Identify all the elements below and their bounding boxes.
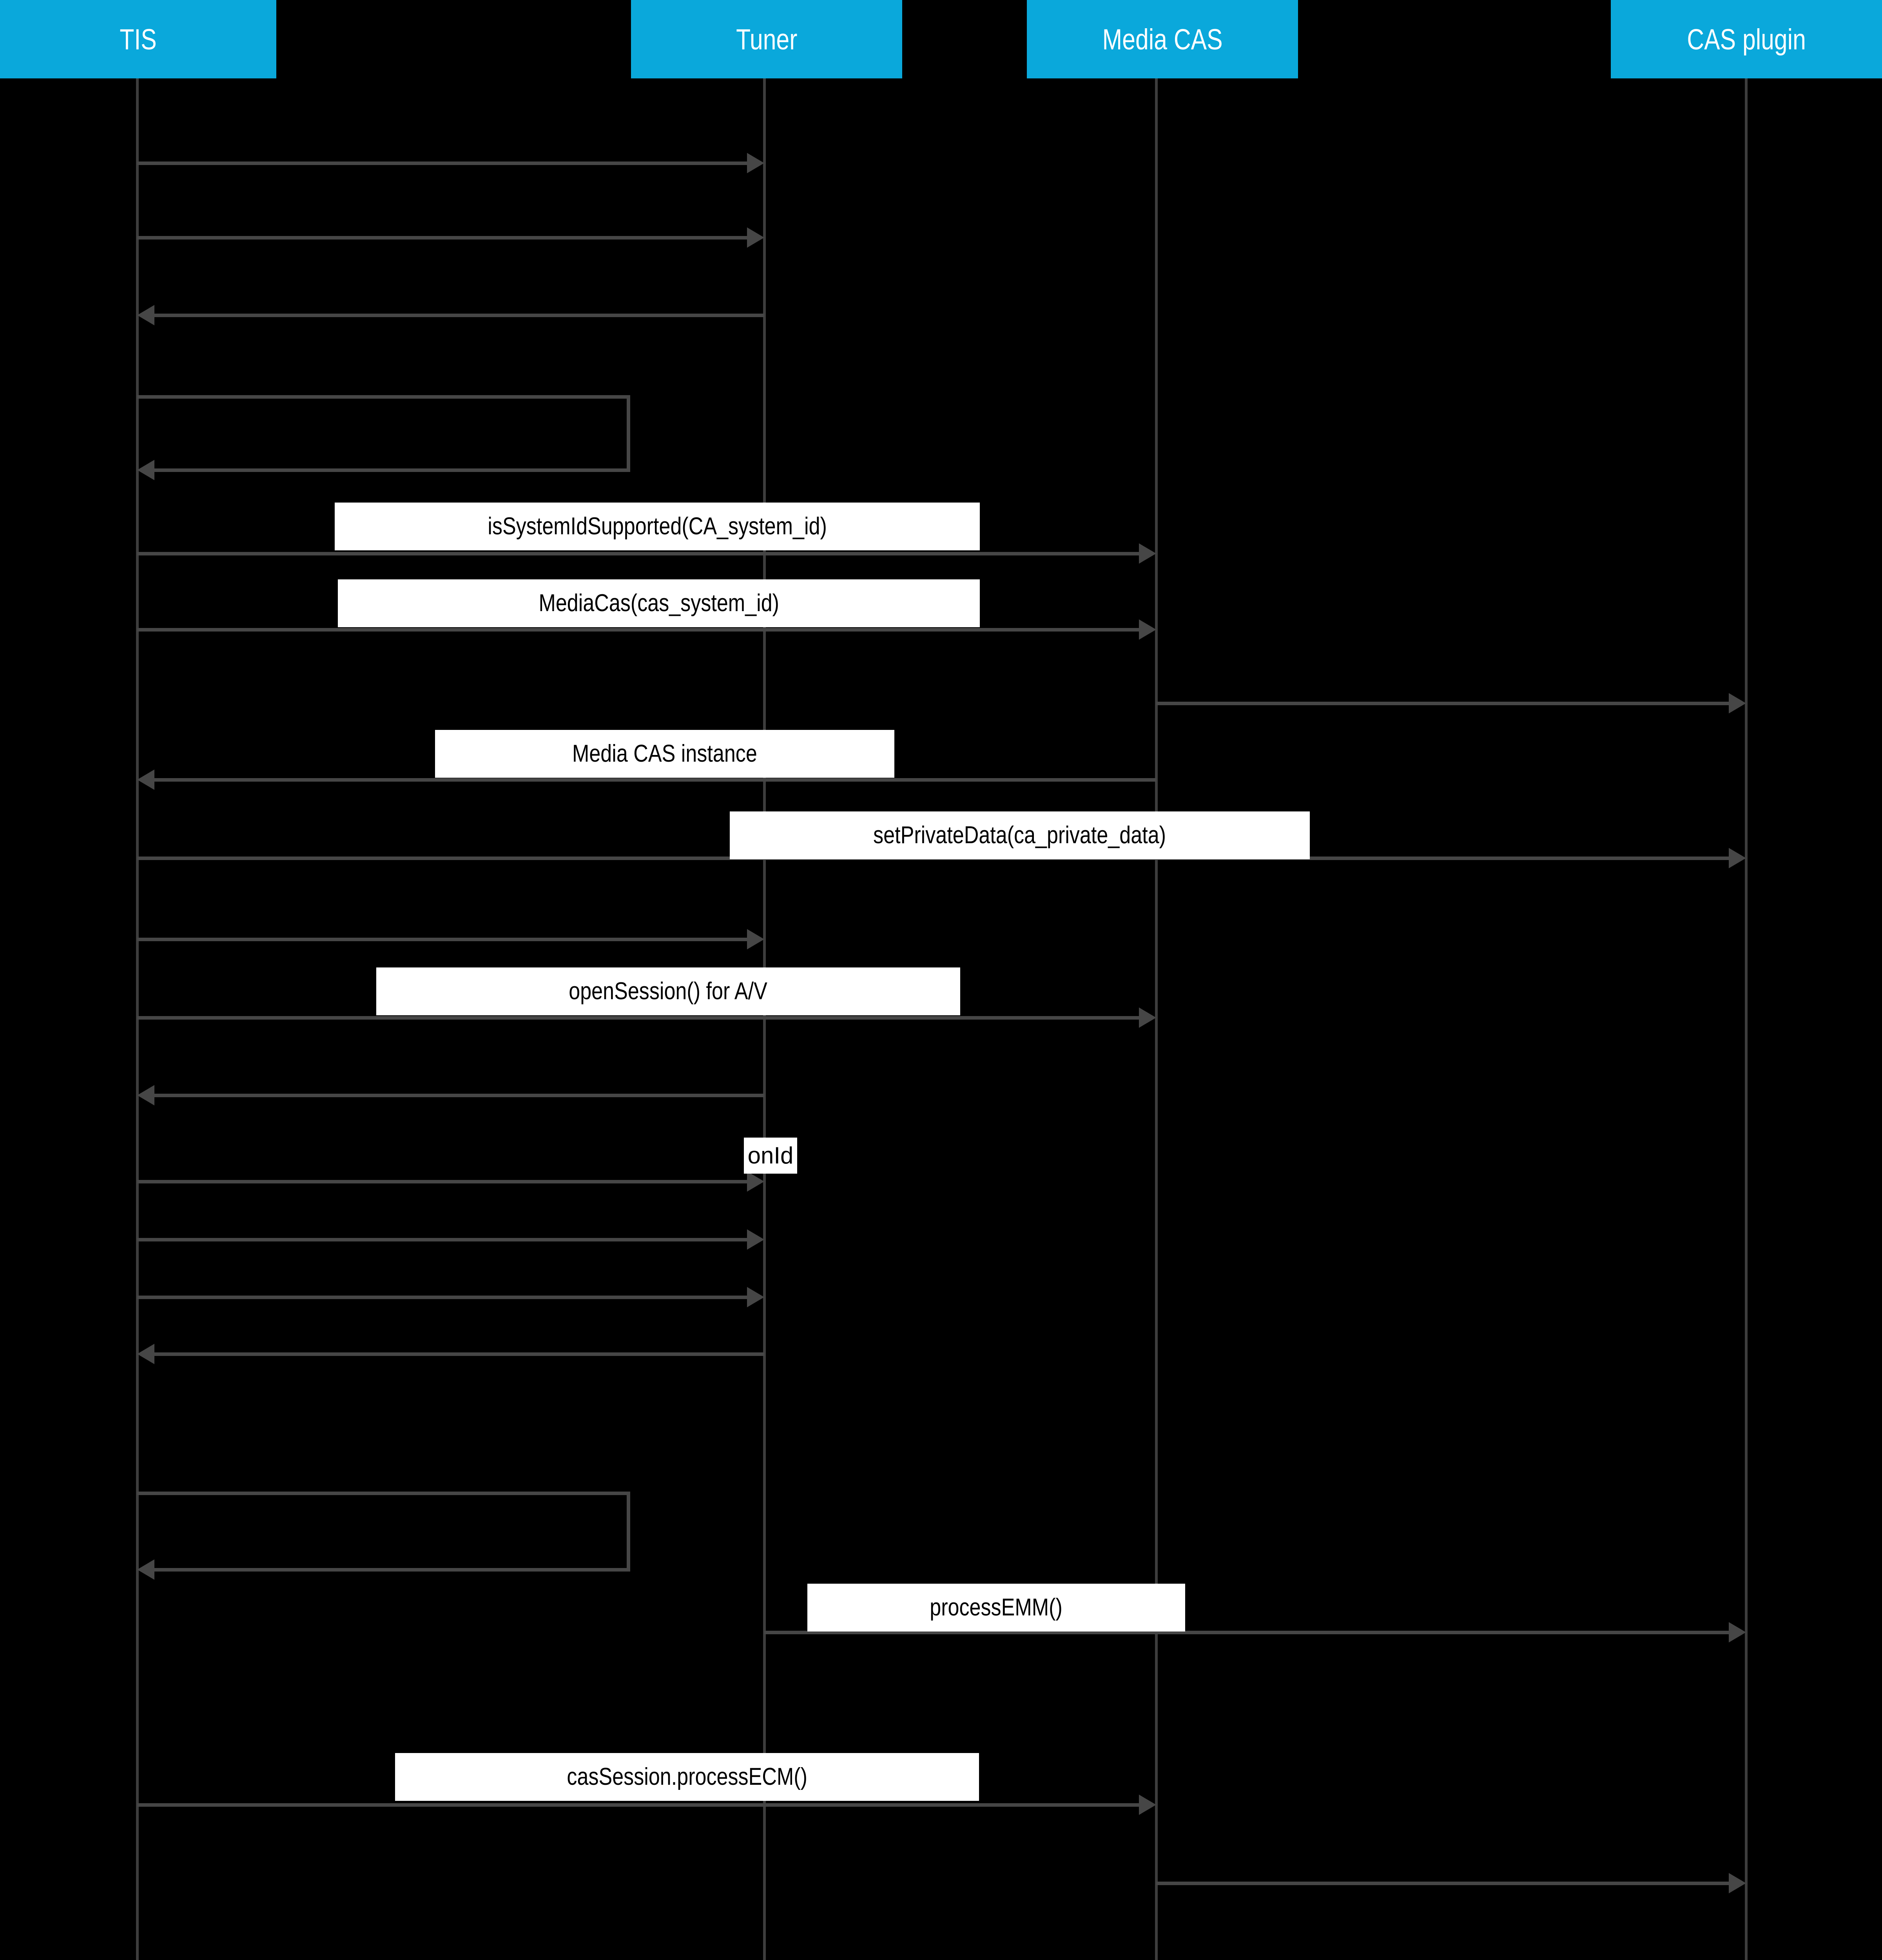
message-m8-line <box>152 778 1156 782</box>
message-m4-self-top <box>137 395 630 399</box>
message-m8-arrowhead <box>137 769 154 790</box>
message-m3-line <box>152 314 764 317</box>
actor-header-label-tuner: Tuner <box>736 23 798 56</box>
message-label-text-l13: onId <box>747 1142 794 1169</box>
message-label-l5: isSystemIdSupported(CA_system_id) <box>335 503 980 550</box>
message-m20-line <box>1156 1882 1731 1885</box>
message-m12-line <box>152 1094 764 1097</box>
message-m7-line <box>1156 702 1731 705</box>
message-m4-self-side <box>627 395 630 468</box>
message-m19-line <box>137 1803 1141 1807</box>
message-m19-arrowhead <box>1139 1795 1156 1815</box>
message-m14-arrowhead <box>747 1229 764 1250</box>
message-m14-line <box>137 1238 749 1241</box>
message-label-text-l9: setPrivateData(ca_private_data) <box>873 822 1166 849</box>
message-m1-arrowhead <box>747 153 764 173</box>
message-label-l6: MediaCas(cas_system_id) <box>338 579 980 627</box>
actor-header-cas_plugin: CAS plugin <box>1611 0 1882 78</box>
message-label-l9: setPrivateData(ca_private_data) <box>730 811 1310 859</box>
lifeline-media_cas <box>1155 78 1158 1960</box>
message-m10-arrowhead <box>747 929 764 949</box>
message-m17-arrowhead <box>137 1559 154 1580</box>
message-m9-arrowhead <box>1729 848 1746 868</box>
message-label-text-l6: MediaCas(cas_system_id) <box>538 590 779 617</box>
message-m11-line <box>137 1016 1141 1020</box>
message-label-l13: onId <box>744 1138 797 1174</box>
message-m18-line <box>764 1631 1731 1634</box>
message-m6-line <box>137 628 1141 632</box>
message-label-l18: processEMM() <box>807 1584 1185 1632</box>
message-m15-line <box>137 1296 749 1299</box>
message-m15-arrowhead <box>747 1287 764 1307</box>
message-m10-line <box>137 938 749 941</box>
message-label-l8: Media CAS instance <box>435 730 894 778</box>
message-m4-self-bottom <box>154 468 630 472</box>
actor-header-media_cas: Media CAS <box>1027 0 1298 78</box>
message-m16-line <box>152 1352 764 1356</box>
message-m7-arrowhead <box>1729 693 1746 713</box>
message-m4-arrowhead <box>137 460 154 480</box>
actor-header-label-tis: TIS <box>120 23 157 56</box>
message-m12-arrowhead <box>137 1085 154 1105</box>
actor-header-label-media_cas: Media CAS <box>1102 23 1223 56</box>
message-label-text-l19: casSession.processECM() <box>567 1763 807 1790</box>
message-m18-arrowhead <box>1729 1622 1746 1642</box>
message-label-text-l11: openSession() for A/V <box>569 978 768 1005</box>
message-label-text-l18: processEMM() <box>930 1594 1063 1621</box>
message-label-text-l5: isSystemIdSupported(CA_system_id) <box>488 513 827 540</box>
message-m17-self-side <box>627 1492 630 1568</box>
message-m2-line <box>137 236 749 240</box>
message-m5-line <box>137 552 1141 555</box>
lifeline-cas_plugin <box>1745 78 1748 1960</box>
message-label-l19: casSession.processECM() <box>395 1753 979 1801</box>
message-m16-arrowhead <box>137 1344 154 1364</box>
message-label-l11: openSession() for A/V <box>376 967 960 1015</box>
message-m11-arrowhead <box>1139 1007 1156 1028</box>
message-label-text-l8: Media CAS instance <box>572 740 757 767</box>
message-m2-arrowhead <box>747 227 764 248</box>
actor-header-tis: TIS <box>0 0 276 78</box>
message-m17-self-bottom <box>154 1568 630 1572</box>
actor-header-label-cas_plugin: CAS plugin <box>1687 23 1806 56</box>
message-m20-arrowhead <box>1729 1873 1746 1893</box>
message-m6-arrowhead <box>1139 619 1156 640</box>
message-m5-arrowhead <box>1139 543 1156 564</box>
message-m3-arrowhead <box>137 305 154 325</box>
actor-header-tuner: Tuner <box>631 0 902 78</box>
message-m1-line <box>137 162 749 165</box>
message-m13-arrowhead <box>747 1171 764 1192</box>
message-m17-self-top <box>137 1492 630 1495</box>
message-m13-line <box>137 1180 749 1183</box>
